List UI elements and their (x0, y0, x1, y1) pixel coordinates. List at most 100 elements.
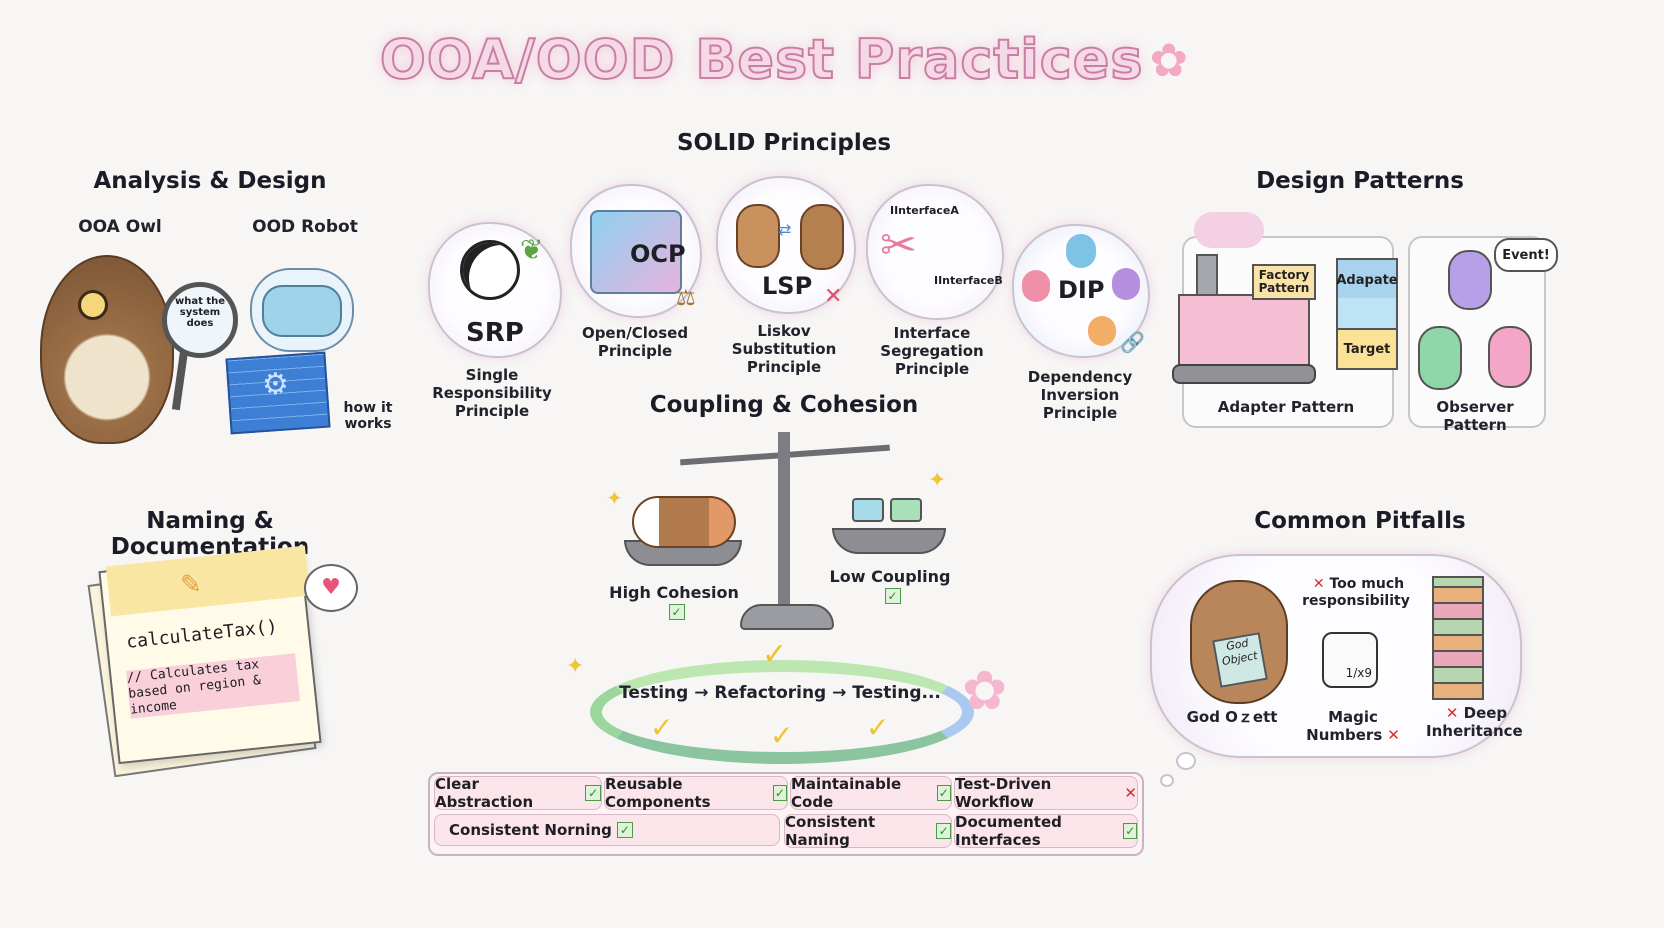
check-icon: ✓ (616, 822, 633, 838)
check-icon: ✓ (770, 719, 794, 752)
pencil-icon: ✎ (180, 570, 202, 600)
check-icon: ✓ (936, 785, 951, 801)
observer-subject-icon (1448, 250, 1492, 310)
sparkle-icon: ✦ (928, 468, 947, 493)
robot-face (262, 285, 342, 337)
target-piece: Target (1336, 328, 1398, 370)
isp-cloud (866, 184, 1004, 320)
link-icon: 🔗 (1120, 330, 1145, 354)
too-much-label: ✕ Too much responsibility (1302, 576, 1410, 609)
right-pan (832, 528, 946, 554)
dip-name: Dependency Inversion Principle (1027, 368, 1133, 422)
sakura-icon: ✿ (962, 659, 1008, 722)
pitfalls-heading: Common Pitfalls (1254, 508, 1466, 534)
smoke-icon (1194, 212, 1264, 248)
sakura-icon: ✿ (1149, 32, 1189, 87)
panda-icon (460, 240, 520, 300)
lsp-name: Liskov Substitution Principle (731, 322, 837, 376)
check-icon: ✓ (772, 785, 787, 801)
scale-base (740, 604, 834, 630)
adapter-label: Adapter Pattern (1217, 398, 1355, 416)
scale-pole (778, 432, 790, 612)
module-block (852, 498, 884, 522)
bamboo-icon: ❦ (520, 233, 544, 266)
sparkle-icon: ✦ (606, 486, 623, 510)
magnifier-icon (162, 282, 238, 358)
low-coupling-label: Low Coupling✓ (829, 567, 951, 604)
coupling-heading: Coupling & Cohesion (649, 392, 919, 418)
check-icon: ✓ (762, 637, 788, 672)
sparkle-icon: ✦ (566, 654, 585, 679)
cross-icon: ✕ (1445, 704, 1459, 722)
ocp-abbr: OCP (630, 240, 686, 268)
bear-group-icon (632, 496, 736, 548)
owl-icon (40, 255, 174, 444)
observer-label: Observer Pattern (1436, 398, 1514, 434)
monster-icon (1112, 268, 1140, 300)
thought-bubble-dot (1160, 774, 1174, 787)
page-header: OOA/OOD Best Practices ✿ (0, 27, 1568, 92)
check-icon: ✓ (884, 588, 901, 604)
puzzle-middle (1336, 298, 1398, 328)
scale-icon: ⚖ (676, 286, 696, 311)
check-icon: ✓ (650, 711, 674, 744)
checklist-item: Documented Interfaces✓ (954, 813, 1138, 849)
checklist-item: Test-Driven Workflow✕ (954, 775, 1138, 811)
monster-icon (1088, 316, 1116, 346)
naming-heading: Naming & Documentation (110, 508, 310, 560)
bear-icon (736, 204, 780, 268)
isp-name: Interface Segregation Principle (880, 324, 984, 378)
high-cohesion-label: High Cohesion✓ (609, 583, 739, 620)
check-icon: ✓ (936, 823, 951, 839)
factory-sign: Factory Pattern (1252, 264, 1316, 300)
dice-icon: 1/x9 (1322, 632, 1378, 688)
ocp-name: Open/Closed Principle (581, 324, 689, 360)
check-icon: ✓ (866, 711, 890, 744)
monster-icon (1066, 234, 1096, 268)
cross-icon: ✕ (1387, 726, 1400, 744)
cross-icon: ✕ (824, 284, 843, 309)
cross-icon: ✕ (1312, 576, 1325, 592)
checklist-item: Maintainable Code✓ (790, 775, 952, 811)
check-icon: ✓ (1123, 823, 1137, 839)
cycle-text: Testing → Refactoring → Testing... (619, 683, 941, 703)
cross-icon: ✕ (1124, 784, 1137, 802)
check-icon: ✓ (668, 604, 685, 620)
factory-icon (1178, 294, 1310, 372)
checklist-item: Clear Abstraction✓ (434, 775, 602, 811)
magnifier-handle (171, 349, 189, 411)
bear-icon (800, 204, 844, 270)
owl-label: OOA Owl (78, 217, 162, 237)
srp-abbr: SRP (466, 318, 524, 348)
interface-a-label: IInterfaceA (890, 204, 959, 217)
heart-icon: ♥ (304, 564, 358, 612)
swap-arrow-icon: ⇄ (778, 220, 792, 239)
deep-inheritance-label: ✕ Deep Inheritance (1426, 704, 1523, 740)
thought-bubble-dot (1176, 752, 1196, 770)
owl-eye-icon (78, 290, 108, 320)
god-object-label: God Oｚett (1186, 708, 1278, 726)
robot-text: how it works (343, 400, 393, 432)
checklist-item: Consistent Norning✓ (434, 814, 780, 846)
srp-name: Single Responsibility Principle (432, 366, 552, 420)
scissors-icon: ✂ (880, 220, 917, 271)
module-block (890, 498, 922, 522)
checklist-item: Reusable Components✓ (604, 775, 788, 811)
solid-heading: SOLID Principles (676, 130, 892, 156)
magnifier-text: what the system does (174, 296, 226, 329)
event-bubble: Event! (1494, 238, 1558, 272)
puzzle-icon (590, 210, 682, 294)
check-icon: ✓ (585, 785, 601, 801)
interface-b-label: IInterfaceB (934, 274, 1003, 287)
robot-label: OOD Robot (252, 217, 358, 237)
gear-icon: ⚙ (262, 367, 289, 402)
checklist-item: Consistent Naming✓ (784, 813, 952, 849)
observer-icon (1418, 326, 1462, 390)
dip-abbr: DIP (1058, 276, 1105, 304)
conveyor-belt (1172, 364, 1316, 384)
analysis-heading: Analysis & Design (93, 168, 327, 194)
monster-icon (1022, 270, 1050, 302)
adaptee-piece: Adapate (1336, 258, 1398, 302)
lsp-abbr: LSP (762, 272, 813, 300)
god-object-book: God Object (1212, 632, 1268, 688)
